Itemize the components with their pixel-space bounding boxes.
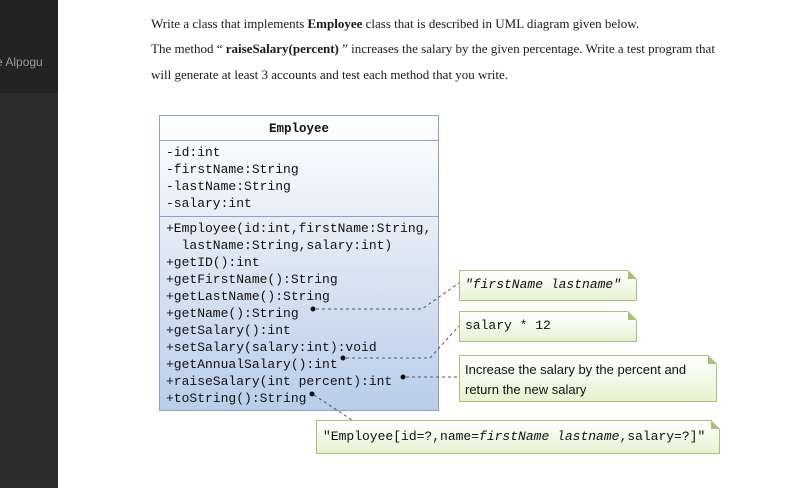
uml-method: +Employee(id:int,firstName:String, — [166, 221, 432, 236]
note-text: "Employee[id=?,name= — [323, 429, 480, 444]
uml-method: +setSalary(salary:int):void — [166, 340, 377, 355]
sidebar-header — [0, 0, 58, 93]
uml-attribute: -salary:int — [166, 196, 252, 211]
note-fold-icon — [711, 420, 720, 429]
uml-methods: +Employee(id:int,firstName:String, lastN… — [160, 217, 438, 407]
method-name-bold: raiseSalary(percent) — [225, 41, 339, 56]
note-fold-icon — [708, 355, 717, 364]
uml-method-getname: +getName():String — [166, 306, 299, 321]
uml-method: +getLastName():String — [166, 289, 330, 304]
instructions-text: The method “ — [151, 41, 226, 56]
uml-method-getannualsalary: +getAnnualSalary():int — [166, 357, 338, 372]
uml-method-tostring: +toString():String — [166, 391, 307, 406]
uml-attribute: -lastName:String — [166, 179, 291, 194]
uml-method: +getID():int — [166, 255, 260, 270]
uml-class-box: Employee -id:int -firstName:String -last… — [159, 115, 439, 411]
note-raisesalary: Increase the salary by the percent and r… — [459, 355, 717, 402]
instructions-text: Write a class that implements — [151, 16, 308, 31]
uml-method: lastName:String,salary:int) — [166, 238, 393, 253]
instructions-line-3: will generate at least 3 accounts and te… — [151, 67, 509, 82]
note-text: Increase the salary by the percent and r… — [465, 362, 687, 397]
instructions-line-1: Write a class that implements Employee c… — [151, 16, 639, 32]
uml-method: +getSalary():int — [166, 323, 291, 338]
note-text: salary * 12 — [465, 318, 551, 333]
instructions-text: class that is described in UML diagram g… — [362, 16, 640, 31]
uml-class-name: Employee — [160, 116, 438, 141]
note-fold-icon — [628, 311, 637, 320]
uml-method: +getFirstName():String — [166, 272, 338, 287]
note-tostring: "Employee[id=?,name=firstName lastname,s… — [316, 420, 720, 454]
note-text-italic: firstName lastname — [479, 429, 620, 444]
note-text: "firstName lastname" — [465, 277, 622, 292]
sidebar-panel: e Alpogu — [0, 0, 58, 488]
note-getname: "firstName lastname" — [459, 270, 637, 301]
uml-attribute: -id:int — [166, 145, 221, 160]
uml-attribute: -firstName:String — [166, 162, 299, 177]
uml-method-raisesalary: +raiseSalary(int percent):int — [166, 374, 393, 389]
uml-attributes: -id:int -firstName:String -lastName:Stri… — [160, 141, 438, 217]
note-getannualsalary: salary * 12 — [459, 311, 637, 342]
note-text: ,salary=?]" — [619, 429, 706, 444]
sidebar-author-name[interactable]: e Alpogu — [0, 55, 43, 69]
instructions-line-2: The method “ raiseSalary(percent) ” incr… — [151, 41, 715, 57]
note-fold-icon — [628, 270, 637, 279]
instructions-text: ” increases the salary by the given perc… — [338, 41, 715, 56]
class-name-bold: Employee — [307, 16, 363, 31]
